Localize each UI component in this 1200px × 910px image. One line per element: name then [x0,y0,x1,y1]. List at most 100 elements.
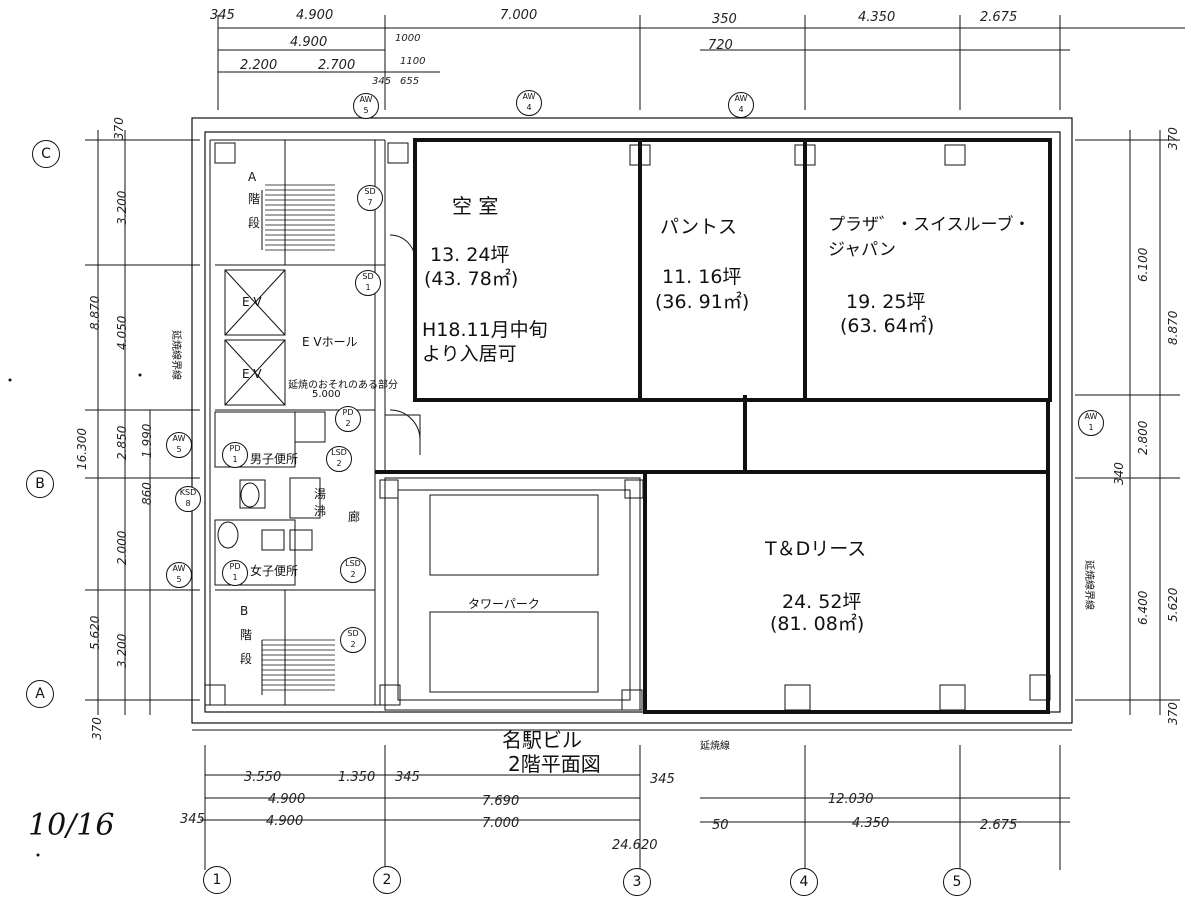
elevator-2-label: E V [242,367,262,381]
dim-bottom-7690: 7.690 [482,794,520,809]
mens-toilet-label: 男子便所 [250,452,299,466]
dim-bottom-345-left: 345 [180,812,205,827]
dim-left-3200: 3.200 [115,190,129,225]
dim-right-5620: 5.620 [1166,587,1180,622]
dim-right-2800: 2.800 [1136,420,1150,455]
axis-marker-b: B [26,470,54,498]
room-td-area-tsubo: 24. 52坪 [782,591,862,613]
dim-bottom-2675: 2.675 [980,818,1018,833]
dim-top-2200: 2.200 [240,58,278,73]
dim-left-1990: 1.990 [140,423,154,458]
kitchenette-label: 湯 [314,487,327,501]
stair-b-label: B [240,604,249,618]
room-td-area-m2: (81. 08㎡) [770,613,865,635]
dim-left-8870: 8.870 [88,295,102,330]
room-vacant-area-tsubo: 13. 24坪 [430,244,510,266]
room-td-name: T＆Dリース [765,538,867,560]
stair-a-label-3: 段 [248,216,261,230]
dim-top-720: 720 [708,38,733,53]
room-plaza-area-tsubo: 19. 25坪 [846,291,926,313]
axis-marker-5: 5 [943,868,971,896]
dim-right-370-bottom: 370 [1166,702,1180,725]
dim-right-6100: 6.100 [1136,247,1150,282]
dim-top-1100: 1100 [400,56,426,67]
dim-bottom-4900: 4.900 [268,792,306,807]
fire-spread-zone-note: 延焼のおそれのある部分 [288,380,398,391]
fire-spread-zone-dim: 5.000 [312,389,341,400]
dim-left-2850: 2.850 [115,425,129,460]
room-pantos-area-tsubo: 11. 16坪 [662,266,742,288]
dim-bottom-345: 345 [395,770,420,785]
dim-right-370-top: 370 [1166,127,1180,150]
drawing-title: 名駅ビル [502,728,582,752]
dim-top-1000: 1000 [395,33,421,44]
dim-bottom-3550: 3.550 [244,770,282,785]
dim-right-8870: 8.870 [1166,310,1180,345]
dim-bottom-4350: 4.350 [852,816,890,831]
dim-top-7000: 7.000 [500,8,538,23]
dim-left-16300: 16.300 [75,428,89,470]
corridor-label: 廊 [348,510,361,524]
dim-bottom-1350: 1.350 [338,770,376,785]
axis-marker-a: A [26,680,54,708]
stair-b-label-2: 階 [240,628,253,642]
dim-bottom-12030: 12.030 [828,792,874,807]
fire-boundary-note-left: 延焼線界線 [170,330,181,380]
stair-a-label: A [248,170,257,184]
kitchenette-label-2: 沸 [314,504,327,518]
tower-park-label: タワーパーク [468,597,540,611]
dim-bottom-50: 50 [712,818,729,833]
room-vacant-availability-2: より入居可 [422,343,517,365]
dim-bottom-7000: 7.000 [482,816,520,831]
dim-left-3200-lower: 3.200 [115,633,129,668]
stair-b-label-3: 段 [240,652,253,666]
dim-top-350: 350 [712,12,737,27]
room-vacant-availability: H18.11月中旬 [422,319,548,341]
dim-top-2675: 2.675 [980,10,1018,25]
room-vacant-name: 空 室 [452,194,499,218]
dim-top-655: 655 [400,76,420,87]
axis-marker-3: 3 [623,868,651,896]
womens-toilet-label: 女子便所 [250,564,299,578]
dim-left-5620: 5.620 [88,615,102,650]
dim-top-2700: 2.700 [318,58,356,73]
dim-left-860: 860 [140,482,154,505]
axis-marker-1: 1 [203,866,231,894]
dim-left-370-top: 370 [112,117,126,140]
room-vacant-area-m2: (43. 78㎡) [424,268,519,290]
dim-bottom-4900-second: 4.900 [266,814,304,829]
dim-top-345: 345 [210,8,235,23]
dim-top-345b: 345 [372,76,392,87]
dim-right-340: 340 [1112,462,1126,485]
room-pantos-name: パントス [660,216,737,238]
elevator-hall-label: E Vホール [302,335,358,349]
room-plaza-area-m2: (63. 64㎡) [840,315,935,337]
drawing-subtitle: 2階平面図 [508,752,601,776]
dim-right-6400: 6.400 [1136,590,1150,625]
fire-boundary-note-right: 延焼線界線 [1083,560,1094,610]
dim-bottom-24620: 24.620 [612,838,658,853]
axis-marker-2: 2 [373,866,401,894]
dim-bottom-345-right: 345 [650,772,675,787]
dim-left-4050: 4.050 [115,315,129,350]
fire-boundary-note-bottom: 延焼線 [700,741,730,752]
dim-left-2000: 2.000 [115,530,129,565]
dim-left-370-bottom: 370 [90,717,104,740]
axis-marker-c: C [32,140,60,168]
room-plaza-name-2: ジャパン [828,240,896,260]
stair-a-label-2: 階 [248,192,261,206]
